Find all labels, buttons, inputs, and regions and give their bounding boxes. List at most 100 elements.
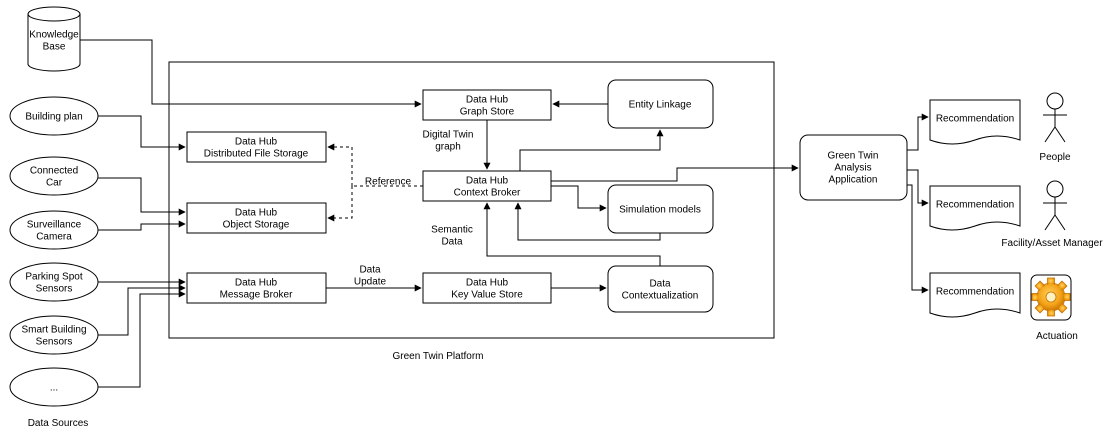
edge-app-rec3: [907, 184, 929, 294]
label-line: Distributed File Storage: [204, 149, 309, 160]
label-line: Object Storage: [223, 220, 290, 231]
label-line: Reference: [365, 177, 412, 188]
label-line: Building plan: [25, 112, 82, 123]
label-line: Data: [359, 265, 381, 276]
facility-manager-label: Facility/Asset Manager: [1001, 238, 1103, 249]
edge-more-mb: [98, 290, 186, 388]
label-line: Camera: [36, 232, 72, 243]
building-plan-node: Building plan: [9, 96, 99, 136]
reference-label: Reference: [365, 177, 412, 188]
label-line: Graph Store: [460, 107, 515, 118]
label-line: Context Broker: [454, 188, 521, 199]
label-line: Data Hub: [466, 176, 509, 187]
recommendation-doc-3: Recommendation: [929, 272, 1021, 318]
edge-context-app: [551, 164, 799, 182]
actuation-label: Actuation: [1036, 331, 1078, 342]
label-line: Connected: [30, 166, 78, 177]
more-sources-node: ...: [9, 367, 99, 407]
edge-kb-graph: [80, 39, 422, 108]
label-line: Semantic: [431, 225, 473, 236]
label-line: Smart Building: [21, 325, 86, 336]
svg-text:Recommendation: Recommendation: [936, 200, 1014, 211]
label-line: Green Twin: [828, 151, 879, 162]
label-line: Recommendation: [936, 287, 1014, 298]
label-line: Entity Linkage: [629, 100, 692, 111]
data-sources-label: Data Sources: [28, 418, 89, 429]
edge-camera-os: [98, 220, 186, 231]
label-line: Knowledge: [29, 30, 79, 41]
svg-text:Recommendation: Recommendation: [936, 114, 1014, 125]
label-line: ...: [50, 383, 58, 394]
label-line: Sensors: [36, 337, 73, 348]
svg-text:Building plan: Building plan: [25, 112, 82, 123]
label-line: Data: [649, 279, 671, 290]
label-line: Data Hub: [235, 278, 278, 289]
label-line: Data Hub: [235, 208, 278, 219]
recommendation-doc-2: Recommendation: [929, 185, 1021, 231]
svg-text:...: ...: [50, 383, 58, 394]
svg-text:Simulation models: Simulation models: [619, 205, 701, 216]
entity-linkage-box: Entity Linkage: [607, 79, 714, 129]
edge-smart-mb: [98, 284, 186, 336]
label-line: Simulation models: [619, 205, 701, 216]
label-line: Data Hub: [466, 95, 509, 106]
edge-sim-context: [514, 202, 661, 241]
recommendation-doc-1: Recommendation: [929, 99, 1021, 145]
label-line: Contextualization: [622, 291, 699, 302]
label-line: Data: [441, 237, 463, 248]
people-actor-icon: [1043, 92, 1067, 143]
label-line: Data Hub: [235, 137, 278, 148]
svg-text:Recommendation: Recommendation: [936, 287, 1014, 298]
connectors: [80, 39, 929, 388]
edge-app-rec2: [907, 169, 929, 207]
edge-context-sim: [551, 185, 607, 212]
label-line: Key Value Store: [451, 290, 523, 301]
label-line: Application: [829, 175, 878, 186]
label-line: Sensors: [36, 284, 73, 295]
label-line: Parking Spot: [25, 272, 82, 283]
edge-contextualization-context: [483, 202, 661, 266]
platform-label: Green Twin Platform: [393, 351, 484, 362]
svg-text:Entity Linkage: Entity Linkage: [629, 100, 692, 111]
facility-manager-actor-icon: [1043, 180, 1067, 231]
label-line: Car: [46, 178, 63, 189]
label-line: Data Hub: [466, 278, 509, 289]
label-line: Analysis: [834, 163, 871, 174]
label-line: Surveillance: [27, 220, 82, 231]
label-line: Recommendation: [936, 114, 1014, 125]
label-line: Update: [354, 277, 387, 288]
edge-plan-dfs: [98, 115, 186, 151]
label-line: Base: [43, 42, 66, 53]
label-line: graph: [435, 142, 461, 153]
edge-app-rec1: [907, 113, 929, 151]
platform-container: [168, 61, 775, 339]
